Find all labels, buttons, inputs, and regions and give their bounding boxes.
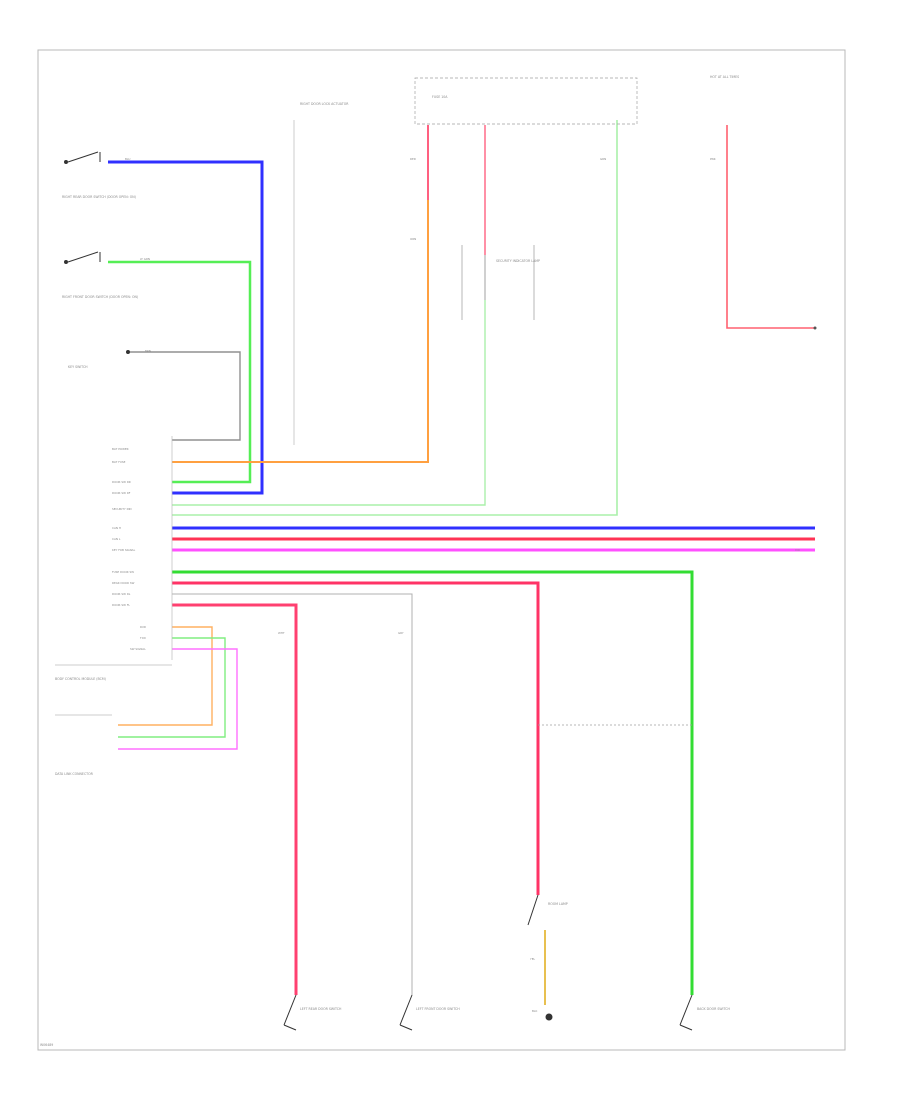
switch-back-door (679, 994, 693, 1031)
switch-left-rear (399, 994, 413, 1031)
label-right-front-switch: RIGHT FRONT DOOR SWITCH (DOOR OPEN: ON) (62, 295, 138, 299)
switch-right-rear (64, 151, 101, 164)
pin-can-l: CAN L (112, 537, 121, 541)
pin-bat-fuse: BAT FUSE (112, 460, 126, 464)
security-indicator-bracket (461, 245, 535, 320)
label-dlc: DATA LINK CONNECTOR (55, 772, 94, 776)
wire-green-right-front-switch (108, 260, 252, 484)
pin-key-fob: KEY FOB SIGNAL (112, 548, 136, 552)
wire-code-grn: GRN (600, 157, 606, 161)
switch-left-front (283, 994, 297, 1031)
wire-code-lt-grn: LT GRN (140, 257, 150, 261)
label-back-door-switch: BACK DOOR SWITCH (697, 1007, 730, 1011)
pin-door-sw-rf: DOOR SW RF (112, 491, 131, 495)
pin-security-ind: SECURITY IND (112, 507, 132, 511)
label-left-rear-switch: LEFT REAR DOOR SWITCH (300, 1007, 342, 1011)
label-key-switch: KEY SWITCH (68, 365, 88, 369)
label-door-lock-actuator: RIGHT DOOR LOCK ACTUATOR (300, 102, 349, 106)
ground-dot-key (126, 350, 130, 354)
wire-green-security-ind (172, 300, 486, 506)
pin-door-sw-fl: DOOR SW FL (112, 603, 130, 607)
pin-fuse-door-sw: FUSE DOOR SW (112, 570, 134, 574)
wire-green-txd (118, 637, 226, 738)
label-room-lamp: ROOM LAMP (548, 902, 568, 906)
wire-red-room-lamp (172, 581, 540, 895)
label-fuse: FUSE 10A (432, 95, 448, 99)
wire-green-fuse-3 (172, 120, 618, 516)
doc-id: W06489 (40, 1043, 53, 1047)
wire-green-back-door (172, 570, 694, 995)
pin-txd: TXD (139, 636, 146, 640)
label-security-indicator: SECURITY INDICATOR LAMP (496, 259, 540, 263)
wire-magenta-sw-signal (118, 648, 238, 750)
pin-bat-power: BAT POWER (112, 447, 129, 451)
pin-rear-door-sw: REAR DOOR SW (112, 581, 135, 585)
label-bcm: BODY CONTROL MODULE (BCM) (55, 677, 106, 681)
diagram-border (37, 49, 846, 1051)
wire-code-blu: BLU (125, 157, 130, 161)
pin-door-sw-rr: DOOR SW RR (112, 480, 131, 484)
wire-code-blk: BLK (532, 1009, 537, 1013)
switch-room-lamp (527, 894, 553, 1021)
wire-code-vio: VIO (795, 548, 801, 552)
wire-code-pnk: PNK (710, 157, 716, 161)
connector-end-right (813, 326, 817, 330)
pin-rxd: RXD (140, 625, 146, 629)
wire-code-wht: WHT (278, 631, 285, 635)
wire-pink-hot-right (726, 125, 815, 329)
wire-orange-rxd (118, 626, 213, 726)
wire-code-orn: ORN (410, 237, 416, 241)
wire-blue-right-rear-switch (108, 160, 264, 495)
wire-code-yel: YEL (530, 957, 535, 961)
wire-gray-key-switch (130, 351, 241, 441)
wire-code-brn: BRN (145, 349, 151, 353)
pin-can-h: CAN H (112, 526, 121, 530)
wire-code-red: RED (410, 157, 416, 161)
pin-sw-signal: SW SIGNAL (130, 647, 146, 651)
fuse-block-frame (414, 77, 638, 125)
pin-door-sw-rl: DOOR SW RL (112, 592, 131, 596)
label-left-front-switch: LEFT FRONT DOOR SWITCH (416, 1007, 460, 1011)
label-right-rear-switch: RIGHT REAR DOOR SWITCH (DOOR OPEN: ON) (62, 195, 136, 199)
wire-code-gry: GRY (398, 631, 404, 635)
label-hot-at-all-times: HOT AT ALL TIMES (710, 75, 739, 79)
wire-orange-fuse (172, 200, 429, 463)
wire-gray-door-sw-rl (172, 593, 413, 995)
switch-right-front (64, 251, 101, 264)
wire-red-door-sw-fl (172, 603, 298, 995)
